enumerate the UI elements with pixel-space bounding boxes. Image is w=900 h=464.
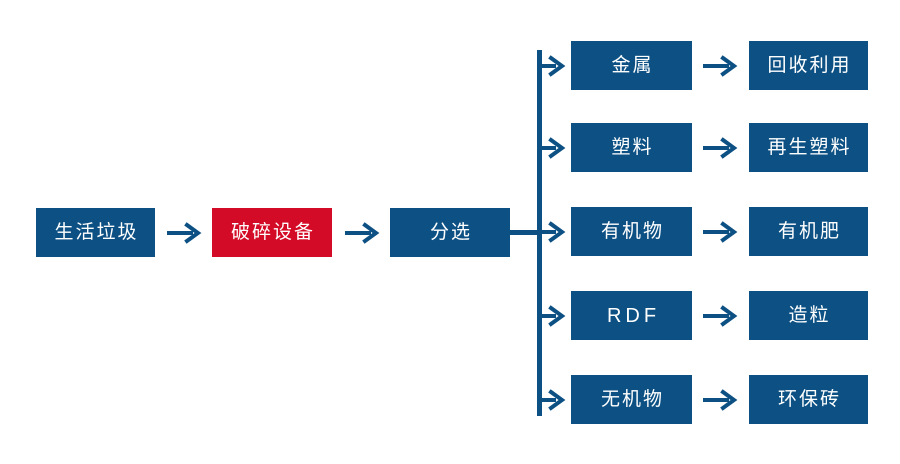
node-sorting[interactable]: 分选 [390, 208, 510, 257]
node-product-recycling[interactable]: 回收利用 [749, 41, 868, 90]
arrow-right-icon-organic-to-product [702, 219, 738, 245]
arrow-right-icon-branch-2 [539, 135, 566, 161]
arrow-right-icon-branch-4 [539, 303, 566, 329]
arrow-right-icon-branch-1 [539, 53, 566, 79]
arrow-right-icon-inorganic-to-product [702, 387, 738, 413]
node-fraction-rdf[interactable]: RDF [571, 291, 692, 340]
node-fraction-organic[interactable]: 有机物 [571, 207, 692, 256]
node-household-waste[interactable]: 生活垃圾 [36, 208, 155, 257]
node-crushing-equipment[interactable]: 破碎设备 [212, 208, 332, 257]
node-product-pelletizing[interactable]: 造粒 [749, 291, 868, 340]
connector-sorting-to-bus [510, 230, 538, 235]
node-product-organic-fertilizer[interactable]: 有机肥 [749, 207, 868, 256]
arrow-right-icon-crusher-to-sorting [344, 220, 380, 246]
arrow-right-icon-waste-to-crusher [166, 220, 202, 246]
node-fraction-plastic[interactable]: 塑料 [571, 123, 692, 172]
node-product-recycled-plastic[interactable]: 再生塑料 [749, 123, 868, 172]
arrow-right-icon-rdf-to-product [702, 303, 738, 329]
arrow-right-icon-plastic-to-product [702, 135, 738, 161]
arrow-right-icon-metal-to-product [702, 53, 738, 79]
node-product-eco-brick[interactable]: 环保砖 [749, 375, 868, 424]
arrow-right-icon-branch-5 [539, 387, 566, 413]
arrow-right-icon-branch-3 [539, 219, 566, 245]
node-fraction-inorganic[interactable]: 无机物 [571, 375, 692, 424]
node-fraction-metal[interactable]: 金属 [571, 41, 692, 90]
